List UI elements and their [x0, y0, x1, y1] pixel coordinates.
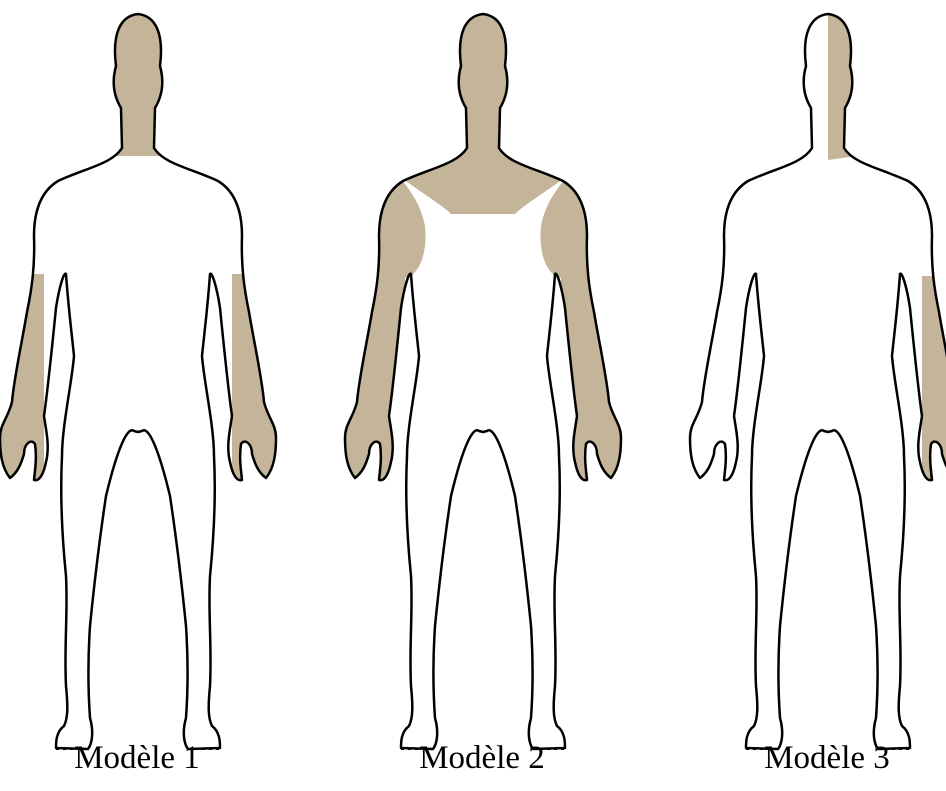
- caption-model-2: Modèle 2: [362, 738, 602, 778]
- body-figure-2: [333, 6, 633, 749]
- caption-model-1: Modèle 1: [17, 738, 257, 778]
- body-figure-3: [690, 6, 946, 749]
- caption-model-3: Modèle 3: [707, 738, 946, 778]
- skin-region: [922, 276, 946, 496]
- skin-region: [399, 6, 567, 214]
- garment-area: [690, 14, 946, 749]
- skin-region: [98, 6, 178, 156]
- body-figure-1: [0, 6, 288, 749]
